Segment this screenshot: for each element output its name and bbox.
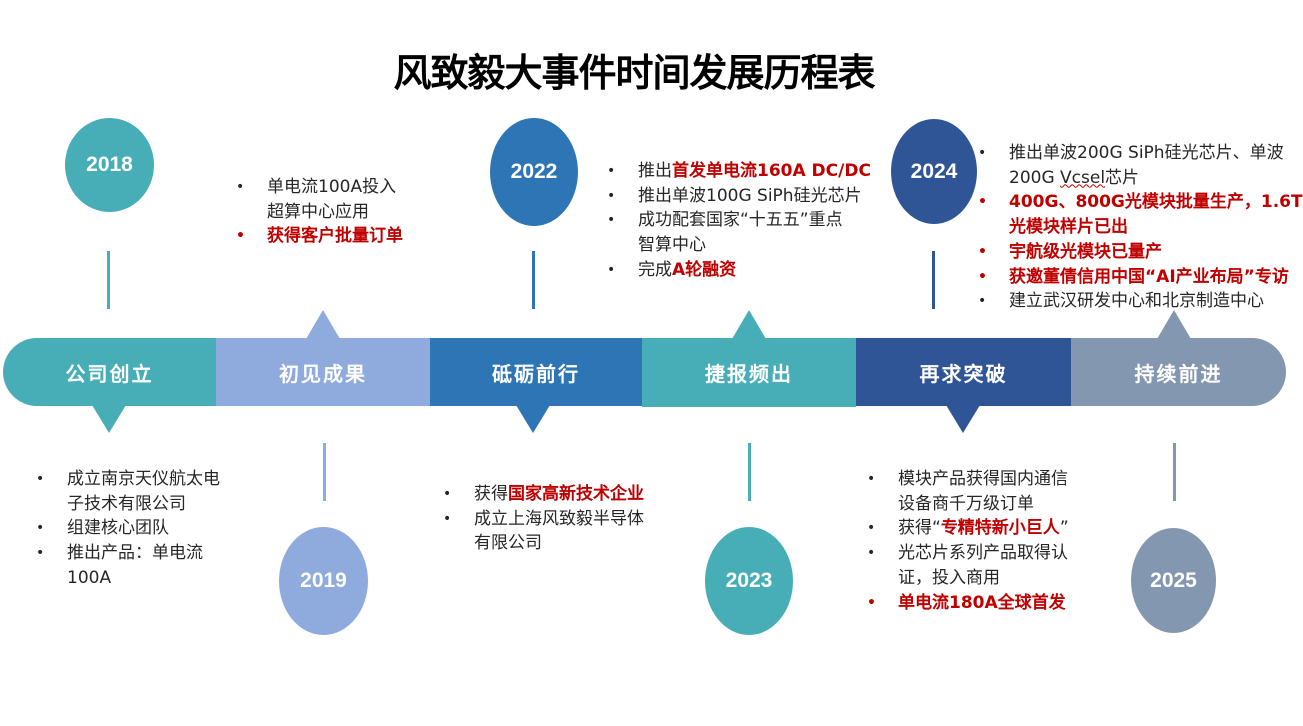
event-highlight: 400G、800G光模块批量生产 [1009, 192, 1244, 213]
event-text: 推出 [638, 161, 672, 181]
pointer-up [732, 310, 766, 339]
event-highlight: A轮融资 [672, 259, 737, 280]
event-item: 组建核心团队 [36, 516, 220, 541]
event-text: 推出单波200G SiPh硅光芯片、单波 200G [1009, 143, 1284, 188]
event-item: 成功配套国家“十五五”重点 智算中心 [607, 208, 871, 257]
year-2025-badge: 2025 [1131, 528, 1216, 633]
event-item: 单电流100A投入 超算中心应用 [236, 175, 403, 224]
pointer-up [1157, 310, 1191, 339]
event-text: 获得 [474, 484, 508, 504]
event-item: 400G、800G光模块批量生产，1.6T 光模块样片已出 [978, 190, 1303, 239]
event-item: 获得“专精特新小巨人” [867, 516, 1069, 541]
event-text: 芯片 [1105, 167, 1140, 188]
year-2022-badge: 2022 [490, 118, 578, 226]
stage-continuing: 持续前进 [1071, 338, 1286, 406]
event-item: 获得客户批量订单 [236, 224, 403, 249]
connector-line [323, 443, 326, 501]
year-2024-badge: 2024 [891, 119, 977, 224]
event-highlight: 首发单电流160A DC/DC [672, 161, 871, 181]
stage-founding: 公司创立 [3, 338, 216, 406]
pointer-down [946, 405, 980, 433]
event-item: 成立上海风致毅半导体 有限公司 [443, 507, 644, 556]
events-2023: 推出首发单电流160A DC/DC 推出单波100G SiPh硅光芯片 成功配套… [607, 159, 871, 283]
stage-first-results: 初见成果 [216, 338, 430, 406]
event-text: 获得“ [898, 518, 941, 539]
event-highlight: 专精特新小巨人 [940, 518, 1060, 539]
event-item: 单电流180A全球首发 [867, 591, 1069, 616]
event-item: 模块产品获得国内通信 设备商千万级订单 [867, 467, 1069, 516]
pointer-down [92, 405, 126, 433]
connector-line [532, 251, 535, 309]
event-highlight: 国家高新技术企业 [508, 484, 644, 504]
event-item: 建立武汉研发中心和北京制造中心 [978, 289, 1303, 314]
event-item: 完成A轮融资 [607, 258, 871, 283]
page-title: 风致毅大事件时间发展历程表 [393, 51, 875, 95]
events-2025: 模块产品获得国内通信 设备商千万级订单 获得“专精特新小巨人” 光芯片系列产品取… [867, 467, 1069, 616]
events-2024: 推出单波200G SiPh硅光芯片、单波 200G Vcsel芯片 400G、8… [978, 141, 1303, 314]
event-text: ， [1243, 192, 1261, 213]
event-item: 推出单波100G SiPh硅光芯片 [607, 184, 871, 209]
connector-line [748, 443, 751, 501]
event-item: 获邀董倩信用中国“AI产业布局”专访 [978, 265, 1303, 290]
year-2018-badge: 2018 [65, 118, 154, 212]
stage-frequent-success: 捷报频出 [642, 338, 856, 407]
event-item: 宇航级光模块已量产 [978, 240, 1303, 265]
event-highlight: 1.6T [1260, 192, 1303, 213]
event-text: ” [1059, 518, 1069, 539]
stage-forging-ahead: 砥砺前行 [430, 338, 642, 406]
event-item: 光芯片系列产品取得认 证，投入商用 [867, 541, 1069, 590]
event-item: 获得国家高新技术企业 [443, 482, 644, 507]
event-text: Vcsel [1060, 167, 1106, 188]
pointer-up [306, 310, 340, 339]
event-item: 推出首发单电流160A DC/DC [607, 159, 871, 184]
stage-breakthrough: 再求突破 [856, 338, 1071, 406]
year-2019-badge: 2019 [279, 527, 368, 635]
events-2018: 成立南京天仪航太电 子技术有限公司 组建核心团队 推出产品：单电流 100A [36, 467, 220, 591]
connector-line [932, 251, 935, 309]
event-text: 光模块样片已出 [1009, 217, 1128, 238]
year-2023-badge: 2023 [705, 527, 793, 635]
events-2022: 获得国家高新技术企业 成立上海风致毅半导体 有限公司 [443, 482, 644, 556]
connector-line [107, 251, 110, 309]
connector-line [1173, 443, 1176, 501]
events-2019: 单电流100A投入 超算中心应用 获得客户批量订单 [236, 175, 403, 249]
event-item: 推出产品：单电流 100A [36, 541, 220, 590]
event-item: 成立南京天仪航太电 子技术有限公司 [36, 467, 220, 516]
pointer-down [516, 405, 550, 433]
event-text: 完成 [638, 259, 672, 280]
event-item: 推出单波200G SiPh硅光芯片、单波 200G Vcsel芯片 [978, 141, 1303, 190]
